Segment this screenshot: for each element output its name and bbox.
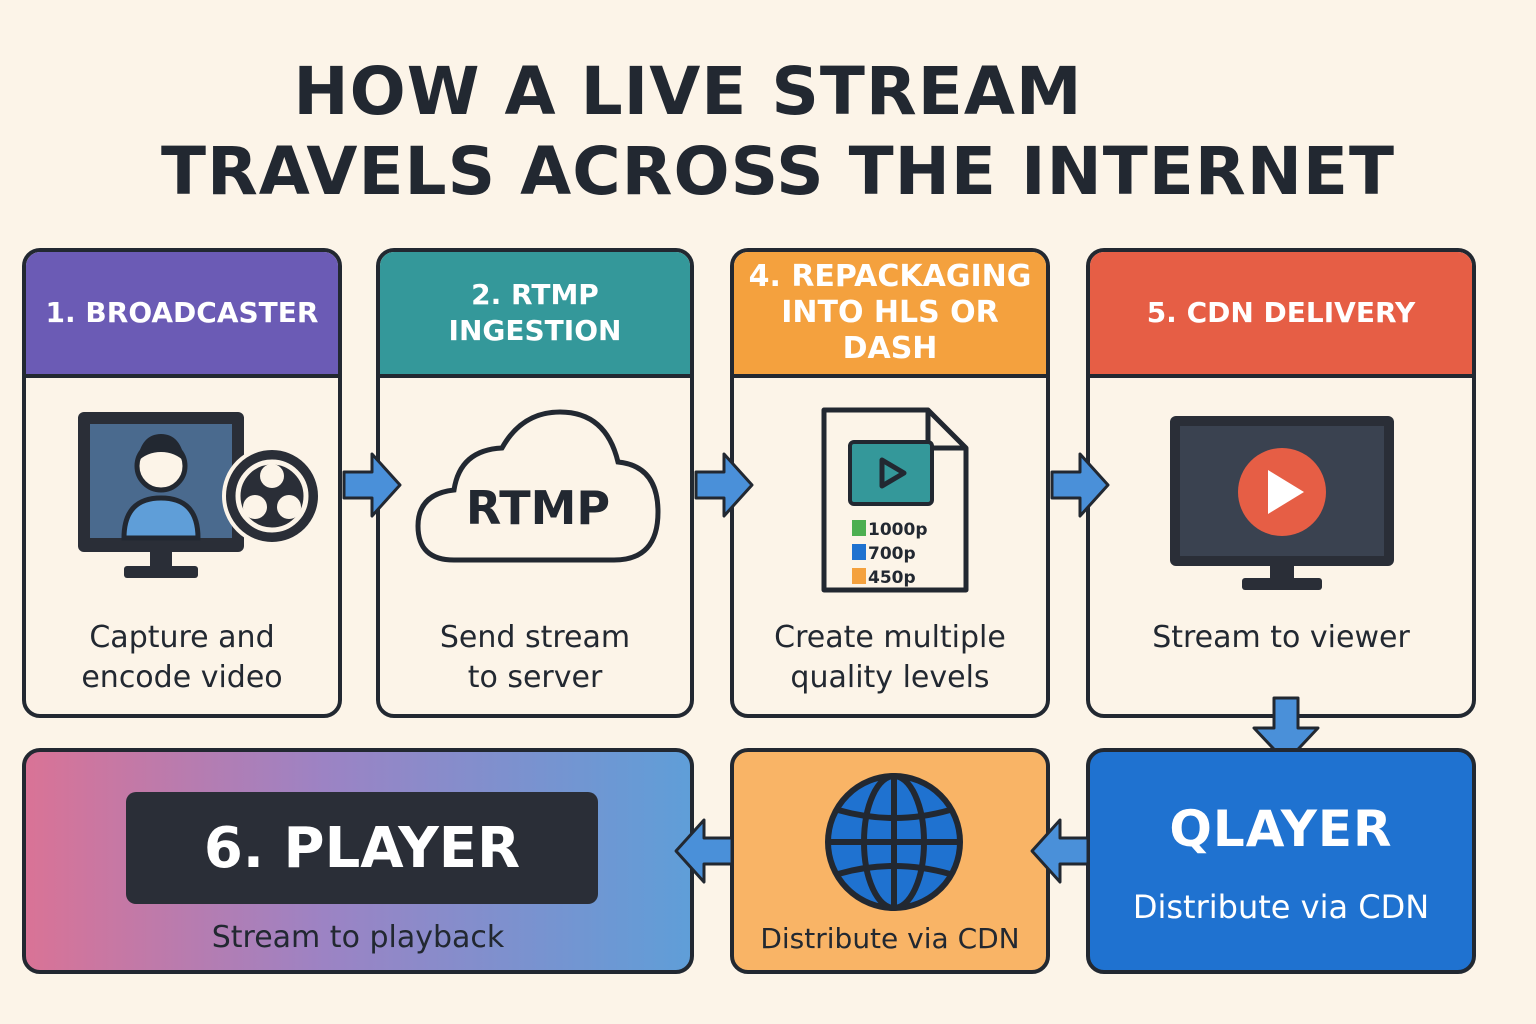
video-file-icon: 1000p 700p 450p	[821, 407, 969, 593]
step-description: Send stream to server	[439, 620, 631, 695]
step-card-broadcaster: 1. BROADCASTER Capture and encode video	[22, 248, 342, 718]
rtmp-cloud-label: RTMP	[466, 481, 610, 535]
qlayer-title: QLAYER	[1169, 800, 1393, 858]
arrow-left-icon	[1030, 818, 1090, 884]
step-card-repackaging: 4. REPACKAGING INTO HLS OR DASH 1000p 70…	[730, 248, 1050, 718]
quality-level-700p: 700p	[868, 544, 916, 564]
player-label: 6. PLAYER	[126, 792, 598, 904]
arrow-down-icon	[1252, 696, 1320, 764]
quality-level-450p: 450p	[868, 568, 916, 588]
tv-play-icon	[1170, 416, 1394, 590]
step-description: Create multiple quality levels	[774, 620, 1006, 695]
quality-level-1000p: 1000p	[868, 520, 927, 540]
arrow-right-icon	[1050, 452, 1110, 518]
step-description: Capture and encode video	[81, 620, 283, 695]
step-heading: 5. CDN DELIVERY	[1090, 252, 1472, 378]
cdn-distribution-card: Distribute via CDN	[730, 748, 1050, 974]
qlayer-card: QLAYER Distribute via CDN	[1086, 748, 1476, 974]
rtmp-cloud-icon: RTMP	[415, 409, 661, 563]
step-heading: 1. BROADCASTER	[26, 252, 338, 378]
player-card: 6. PLAYER Stream to playback	[22, 748, 694, 974]
page-title: HOW A LIVE STREAM TRAVELS ACROSS THE INT…	[0, 52, 1536, 212]
step-heading: 2. RTMP INGESTION	[380, 252, 690, 378]
step-heading: 4. REPACKAGING INTO HLS OR DASH	[734, 252, 1046, 378]
title-line-1: HOW A LIVE STREAM	[293, 53, 1083, 130]
obs-logo-icon	[222, 446, 322, 546]
player-description: Stream to playback	[211, 920, 505, 955]
arrow-right-icon	[342, 452, 402, 518]
step-card-rtmp-ingestion: 2. RTMP INGESTION RTMP Send stream to se…	[376, 248, 694, 718]
globe-icon	[825, 773, 963, 911]
broadcaster-monitor-icon	[78, 412, 322, 578]
title-line-2: TRAVELS ACROSS THE INTERNET	[160, 133, 1396, 210]
arrow-left-icon	[674, 818, 734, 884]
cdn-description: Distribute via CDN	[760, 922, 1020, 955]
step-card-cdn-delivery: 5. CDN DELIVERY Stream to viewer	[1086, 248, 1476, 718]
step-description: Stream to viewer	[1152, 620, 1410, 655]
qlayer-description: Distribute via CDN	[1132, 888, 1430, 926]
arrow-right-icon	[694, 452, 754, 518]
